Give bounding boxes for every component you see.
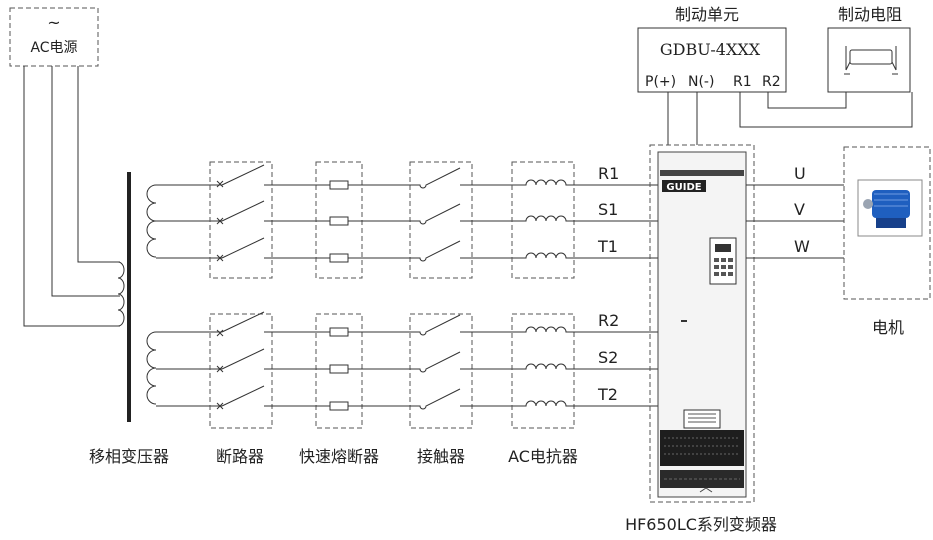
motor: 电机 [843,146,931,337]
contactor-group [409,161,520,429]
transformer-primary-coil [117,261,125,327]
vfd-unit: GUIDE [657,151,747,498]
output-label-v: V [794,200,805,219]
transformer-core [127,172,131,422]
brake-resistor-title: 制动电阻 [838,5,902,24]
line-label-r2: R2 [598,311,619,330]
caption-breaker: 断路器 [216,447,264,466]
output-label-u: U [794,164,806,183]
brake-unit: 制动单元 GDBU-4XXX P(+) N(-) R1 R2 [637,5,787,145]
breaker-group [209,161,316,429]
output-label-w: W [794,237,810,256]
ac-source: ~ AC电源 [9,7,99,67]
motor-label: 电机 [872,318,904,337]
primary-feed-wires [23,66,120,327]
line-label-s2: S2 [598,348,618,367]
caption-fuse: 快速熔断器 [299,447,379,466]
fuse-group [315,161,412,429]
caption-vfd: HF650LC系列变频器 [625,515,777,534]
ac-source-label: AC电源 [30,40,77,56]
transformer-secondary-upper [146,184,222,259]
terminal-r2: R2 [762,74,781,90]
line-label-s1: S1 [598,200,618,219]
terminal-p: P(+) [645,74,676,90]
brake-unit-model: GDBU-4XXX [660,40,761,59]
ac-symbol: ~ [47,13,60,32]
output-wires [746,184,844,259]
line-label-t2: T2 [597,385,618,404]
terminal-n: N(-) [688,74,714,90]
transformer-secondary-lower [146,331,222,407]
caption-reactor: AC电抗器 [508,447,578,466]
reactor-group [511,161,658,429]
caption-transformer: 移相变压器 [89,447,169,466]
caption-contactor: 接触器 [417,447,465,466]
brake-unit-title: 制动单元 [675,5,739,24]
vfd-enclosure [649,144,755,503]
brake-resistor: 制动电阻 [739,5,913,128]
vfd-brand: GUIDE [666,182,701,193]
terminal-r1: R1 [733,74,752,90]
line-label-t1: T1 [597,237,618,256]
line-label-r1: R1 [598,164,619,183]
